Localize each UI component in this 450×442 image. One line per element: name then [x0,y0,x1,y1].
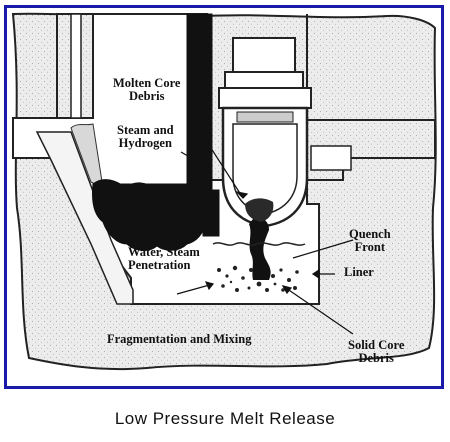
label-steam-and-hydrogen: Steam and Hydrogen [117,123,174,150]
label-solid-core-debris: Solid Core Debris [348,338,405,365]
figure-caption: Low Pressure Melt Release [114,409,336,428]
debris-cloud [92,179,208,251]
upper-shaft-wall-inner [70,13,82,119]
label-fragmentation-and-mixing: Fragmentation and Mixing [107,332,252,346]
pipe-stub [310,145,352,171]
water-surface [212,242,306,246]
label-quench-front: Quench Front [349,227,391,254]
leader-lines [142,119,354,335]
fragmented-debris-bed [217,265,299,292]
label-liner: Liner [344,265,374,279]
label-molten-core-debris: Molten Core Debris [113,76,181,103]
inclined-chute [35,131,134,305]
molten-stream [249,214,271,280]
reactor-cavity-diagram [11,12,437,371]
label-water-steam-penetration: Water, Steam Penetration [128,245,200,272]
molten-core-debris-pool [245,198,274,222]
chute-debris [70,123,104,189]
upper-right-structure [306,14,436,181]
